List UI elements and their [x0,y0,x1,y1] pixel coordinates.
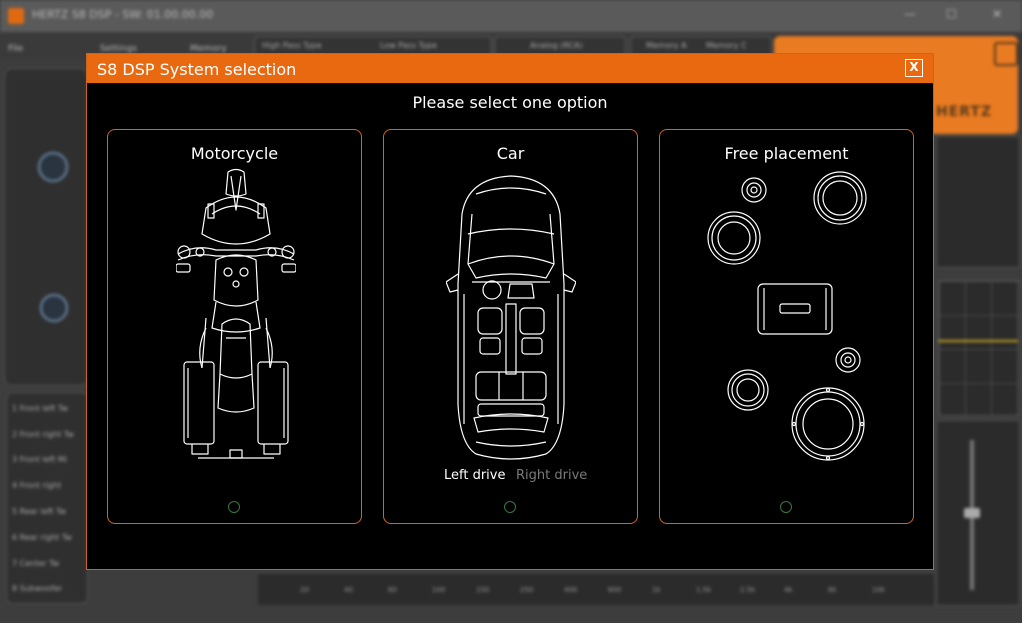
eq-frequency-label: 6k [828,586,837,594]
menu-settings[interactable]: Settings [100,44,137,54]
option-title-car: Car [496,144,525,163]
app-logo-icon [8,8,24,24]
eq-frequency-strip [258,572,934,605]
speaker-tweeter-icon [38,152,68,182]
eq-frequency-label: 10k [872,586,885,594]
eq-frequency-label: 1.5k [696,586,712,594]
meter-icon [994,42,1018,66]
option-title-free-placement: Free placement [724,144,849,163]
response-curve [938,340,1018,342]
option-card-motorcycle[interactable]: Motorcycle [107,129,362,524]
channel-list-item[interactable]: 3 Front left Mi [12,455,68,464]
dialog-title: S8 DSP System selection [97,60,297,79]
eq-frequency-label: 60 [388,586,397,594]
eq-frequency-label: 100 [432,586,446,594]
level-meters [936,136,1020,268]
option-card-car[interactable]: Car [383,129,638,524]
channel-list-item[interactable]: 6 Rear right Tw [12,533,72,542]
menu-file[interactable]: File [8,44,24,54]
motorcycle-icon [176,168,296,459]
right-drive-toggle[interactable]: Right drive [516,468,588,483]
dialog-titlebar: S8 DSP System selection X [87,54,933,83]
channel-list-item[interactable]: 1 Front left Tw [12,404,69,413]
channel-list-item[interactable]: 8 Subwoofer [12,584,63,593]
eq-frequency-label: 20 [300,586,309,594]
system-selection-dialog: S8 DSP System selection X Please select … [86,53,934,570]
app-titlebar: HERTZ S8 DSP - SW: 01.00.00.00 — ☐ ✕ [0,0,1022,32]
maximize-button[interactable]: ☐ [946,7,957,21]
menu-memory[interactable]: Memory [190,44,227,54]
eq-frequency-label: 600 [608,586,622,594]
dialog-close-button[interactable]: X [905,59,923,77]
free-placement-icon [707,171,867,461]
dialog-prompt: Please select one option [412,93,608,112]
eq-frequency-label: 250 [520,586,534,594]
channel-list-item[interactable]: 7 Center Tw [12,559,60,568]
brand-logo: HERTZ [936,104,993,120]
channel-list [6,392,88,604]
fader-handle[interactable] [964,508,980,518]
speaker-woofer-icon [40,294,68,322]
channel-list-item[interactable]: 2 Front right Tw [12,430,74,439]
tab-high-pass-type[interactable]: High Pass Type [262,41,322,50]
radio-free-placement[interactable] [780,501,792,513]
response-graph [938,280,1020,416]
eq-frequency-label: 4k [784,586,793,594]
radio-motorcycle[interactable] [228,501,240,513]
tab-low-pass-type[interactable]: Low Pass Type [380,41,437,50]
channel-list-item[interactable]: 4 Front right [12,481,62,490]
radio-car[interactable] [504,501,516,513]
eq-frequency-label: 2.5k [740,586,756,594]
option-card-free-placement[interactable]: Free placement [659,129,914,524]
app-title: HERTZ S8 DSP - SW: 01.00.00.00 [32,8,214,21]
speaker-layout-panel [4,68,88,386]
minimize-button[interactable]: — [904,7,916,21]
eq-frequency-label: 1k [652,586,661,594]
tab-memory-c[interactable]: Memory C [706,41,747,50]
left-drive-toggle[interactable]: Left drive [444,468,506,483]
eq-frequency-label: 150 [476,586,490,594]
tab-memory-a[interactable]: Memory A [646,41,687,50]
option-title-motorcycle: Motorcycle [190,144,279,163]
channel-list-item[interactable]: 5 Rear left Tw [12,507,67,516]
eq-frequency-label: 40 [344,586,353,594]
tab-analog-rca[interactable]: Analog (RCA) [530,41,583,50]
eq-frequency-label: 400 [564,586,578,594]
close-window-button[interactable]: ✕ [992,7,1003,21]
car-icon [446,175,576,460]
